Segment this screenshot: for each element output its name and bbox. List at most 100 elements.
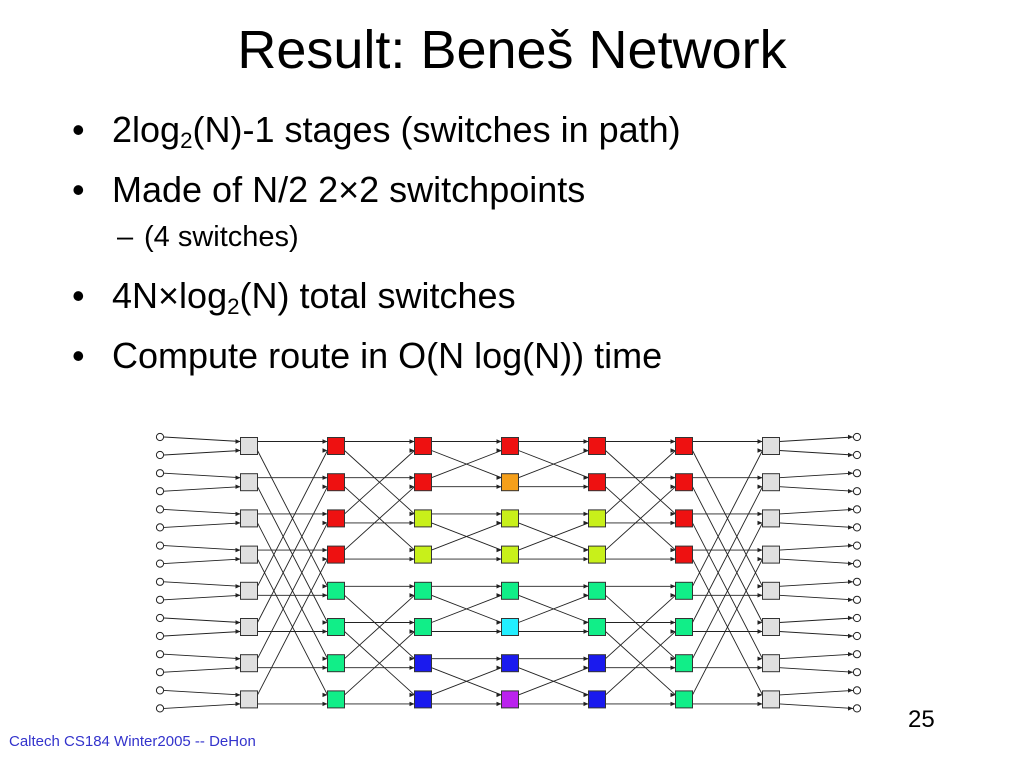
output-wire	[779, 486, 854, 492]
switch-node	[327, 509, 345, 528]
switch-node	[327, 581, 345, 600]
network-wire	[431, 522, 502, 551]
wire-arrowhead	[409, 593, 415, 598]
switch-node	[414, 509, 432, 528]
output-wire	[779, 594, 854, 601]
wire-arrowhead	[496, 692, 502, 698]
switch-node	[762, 618, 780, 636]
wire-arrowhead	[496, 520, 502, 526]
output-terminal	[852, 704, 862, 713]
switch-node	[501, 581, 519, 600]
switch-node	[414, 545, 432, 564]
input-wire	[163, 486, 241, 492]
output-terminal	[852, 686, 862, 695]
wire-arrowhead	[757, 629, 763, 634]
network-wire	[605, 450, 676, 515]
input-wire	[163, 653, 241, 660]
switch-node	[501, 437, 519, 455]
wire-arrowhead	[496, 584, 502, 589]
switch-node	[675, 437, 693, 455]
wire-arrowhead	[322, 511, 328, 517]
footer-text: Caltech CS184 Winter2005 -- DeHon	[9, 733, 256, 750]
switch-node	[501, 618, 519, 636]
network-wire	[692, 522, 763, 659]
wire-arrowhead	[235, 629, 241, 634]
output-wire	[779, 450, 854, 456]
wire-arrowhead	[848, 452, 853, 458]
input-wire	[163, 558, 241, 565]
switch-node	[501, 690, 519, 709]
network-wire	[692, 558, 763, 696]
network-wire	[605, 594, 676, 660]
bullet-stages: • 2log2(N)-1 stages (switches in path)	[72, 110, 972, 152]
wire-arrowhead	[322, 484, 328, 489]
wire-arrowhead	[235, 448, 241, 453]
wire-arrowhead	[670, 620, 676, 625]
input-wire	[163, 450, 241, 456]
switch-node	[327, 618, 345, 636]
network-wire	[605, 631, 676, 696]
wire-arrowhead	[496, 475, 502, 480]
input-terminal	[155, 487, 165, 496]
input-wire	[163, 594, 241, 601]
page-number: 25	[908, 706, 935, 733]
switch-node	[327, 545, 345, 564]
switch-node	[240, 618, 258, 636]
switch-node	[240, 437, 258, 455]
wire-arrowhead	[583, 701, 589, 707]
wire-arrowhead	[848, 507, 853, 512]
wire-arrowhead	[757, 620, 763, 625]
input-terminal	[155, 631, 165, 641]
switch-node	[675, 473, 693, 492]
output-wire	[779, 667, 854, 673]
wire-arrowhead	[583, 520, 589, 526]
switch-node	[327, 473, 345, 492]
wire-arrowhead	[322, 475, 328, 480]
wire-arrowhead	[322, 547, 328, 553]
wire-arrowhead	[235, 593, 241, 598]
sub-bullet-switches: – (4 switches)	[72, 220, 972, 254]
network-wire	[344, 486, 415, 551]
wire-arrowhead	[322, 620, 328, 625]
switch-node	[414, 690, 432, 709]
output-wire	[779, 703, 854, 709]
wire-arrowhead	[322, 556, 328, 562]
switch-node	[414, 437, 432, 455]
wire-arrowhead	[235, 656, 241, 661]
switch-node	[240, 654, 258, 673]
wire-arrowhead	[496, 620, 502, 625]
wire-arrowhead	[583, 475, 589, 480]
wire-arrowhead	[235, 511, 241, 517]
wire-arrowhead	[848, 471, 853, 476]
network-wire	[605, 486, 676, 551]
wire-arrowhead	[757, 593, 763, 598]
wire-arrowhead	[409, 484, 415, 489]
output-wire	[779, 631, 854, 637]
output-terminal	[852, 577, 862, 586]
output-terminal	[852, 668, 862, 677]
switch-node	[762, 654, 780, 673]
wire-arrowhead	[848, 597, 853, 602]
wire-arrowhead	[322, 593, 328, 598]
wire-arrowhead	[583, 593, 589, 598]
wire-arrowhead	[322, 629, 328, 634]
wire-arrowhead	[848, 525, 853, 530]
switch-node	[501, 473, 519, 492]
wire-arrowhead	[757, 439, 763, 444]
wire-arrowhead	[409, 556, 415, 562]
input-wire	[163, 667, 241, 673]
wire-arrowhead	[235, 665, 241, 670]
output-wire	[779, 581, 854, 587]
output-terminal	[852, 613, 862, 623]
wire-arrowhead	[235, 556, 241, 562]
input-terminal	[155, 559, 165, 568]
input-terminal	[155, 650, 165, 659]
input-wire	[163, 522, 241, 528]
wire-arrowhead	[496, 701, 502, 707]
output-terminal	[852, 559, 862, 568]
bullet-route: • Compute route in O(N log(N)) time	[72, 336, 972, 376]
wire-arrowhead	[409, 656, 415, 661]
wire-arrowhead	[670, 656, 676, 661]
network-wire	[518, 450, 589, 479]
wire-arrowhead	[583, 665, 589, 670]
